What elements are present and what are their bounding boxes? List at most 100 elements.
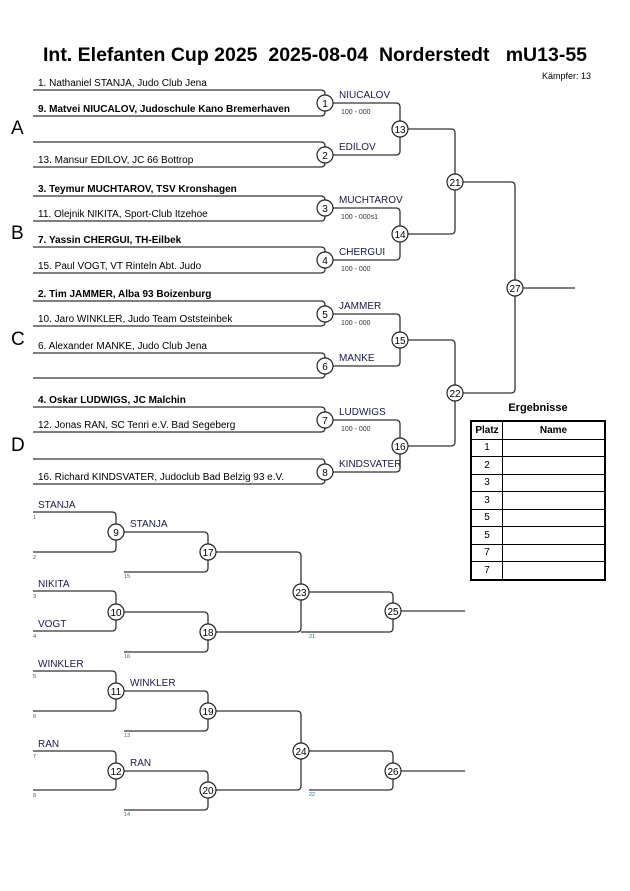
repechage-ref: 13 — [124, 733, 130, 739]
repechage-ref: 8 — [33, 793, 36, 799]
fight-number: 19 — [202, 707, 214, 718]
fight-number: 22 — [449, 389, 461, 400]
bracket-line — [124, 770, 209, 811]
fight-circle — [384, 602, 402, 620]
bracket-line — [124, 690, 209, 732]
fight-number: 24 — [295, 747, 307, 758]
result-row: 5 — [470, 508, 606, 527]
result-name — [502, 561, 606, 580]
fight-circle — [199, 702, 217, 720]
repechage-ref: 14 — [124, 812, 130, 818]
entry-name: 2. Tim JAMMER, Alba 93 Boizenburg — [38, 289, 211, 300]
result-place: 5 — [470, 508, 503, 527]
fight-number: 17 — [202, 548, 214, 559]
fight-circle — [316, 357, 334, 375]
fight-circle — [316, 411, 334, 429]
repechage-ref: 7 — [33, 754, 36, 760]
winner-name: RAN — [130, 758, 151, 769]
winner-name: MUCHTAROV — [339, 195, 403, 206]
result-place: 2 — [470, 456, 503, 475]
result-place: 5 — [470, 526, 503, 545]
pool-label: C — [11, 329, 25, 350]
fight-circle — [391, 120, 409, 138]
col-place: Platz — [470, 420, 503, 440]
fight-number: 7 — [322, 416, 328, 427]
winner-name: LUDWIGS — [339, 407, 386, 418]
result-row: 3 — [470, 473, 606, 492]
fight-number: 26 — [387, 767, 399, 778]
repechage-ref: 6 — [33, 714, 36, 720]
entry-name: 11. Olejnik NIKITA, Sport-Club Itzehoe — [38, 209, 208, 220]
bracket-line — [33, 352, 326, 379]
bracket-line — [33, 511, 117, 553]
repechage-name: RAN — [38, 739, 59, 750]
repechage-name: VOGT — [38, 619, 66, 630]
page-title: Int. Elefanten Cup 2025 2025-08-04 Norde… — [42, 44, 588, 66]
fight-number: 12 — [110, 767, 122, 778]
fight-number: 3 — [322, 204, 328, 215]
fighter-count: Kämpfer: 13 — [542, 71, 592, 81]
repechage-ref: 21 — [309, 634, 315, 640]
result-name — [502, 543, 606, 562]
result-place: 7 — [470, 561, 503, 580]
entry-name: 1. Nathaniel STANJA, Judo Club Jena — [38, 78, 207, 89]
fight-number: 2 — [322, 151, 328, 162]
fight-number: 8 — [322, 468, 328, 479]
fight-number: 20 — [202, 786, 214, 797]
pool-label: D — [11, 435, 25, 456]
fight-circle — [316, 251, 334, 269]
result-name — [502, 491, 606, 510]
fight-circle — [391, 437, 409, 455]
fight-circle — [391, 331, 409, 349]
entry-name: 13. Mansur EDILOV, JC 66 Bottrop — [38, 155, 194, 166]
fight-circle — [199, 623, 217, 641]
entry-name: 15. Paul VOGT, VT Rinteln Abt. Judo — [38, 261, 202, 272]
fight-number: 21 — [449, 178, 461, 189]
winner-name: EDILOV — [339, 142, 376, 153]
fight-circle — [506, 279, 524, 297]
entry-name: 9. Matvei NIUCALOV, Judoschule Kano Brem… — [38, 104, 290, 115]
fight-circle — [446, 173, 464, 191]
fight-circle — [316, 199, 334, 217]
repechage-ref: 3 — [33, 594, 36, 600]
winner-name: KINDSVATER — [339, 459, 401, 470]
winner-name: JAMMER — [339, 301, 381, 312]
result-row: 7 — [470, 543, 606, 562]
winner-name: STANJA — [130, 519, 168, 530]
repechage-name: STANJA — [38, 500, 76, 511]
col-name: Name — [502, 420, 606, 440]
bracket-line — [216, 551, 302, 633]
fight-number: 13 — [394, 125, 406, 136]
repechage-ref: 2 — [33, 555, 36, 561]
fight-circle — [316, 94, 334, 112]
result-name — [502, 526, 606, 545]
fight-circle — [391, 225, 409, 243]
fight-number: 14 — [394, 230, 406, 241]
bracket-line — [124, 611, 209, 653]
result-place: 7 — [470, 543, 503, 562]
fight-circle — [107, 682, 125, 700]
entry-name: 7. Yassin CHERGUI, TH-Eilbek — [38, 235, 182, 246]
fight-number: 6 — [322, 362, 328, 373]
fight-circle — [107, 603, 125, 621]
fight-score: 100 - 000 — [341, 426, 371, 433]
result-row: 5 — [470, 526, 606, 545]
entry-name: 6. Alexander MANKE, Judo Club Jena — [38, 341, 207, 352]
bracket-line — [309, 750, 394, 791]
fight-score: 100 - 000s1 — [341, 214, 378, 221]
fight-number: 25 — [387, 607, 399, 618]
result-name — [502, 438, 606, 457]
fight-circle — [446, 384, 464, 402]
winner-name: MANKE — [339, 353, 375, 364]
bracket-line — [33, 750, 117, 791]
fight-circle — [316, 146, 334, 164]
fight-number: 4 — [322, 256, 328, 267]
fight-circle — [316, 463, 334, 481]
entry-name: 12. Jonas RAN, SC Tenri e.V. Bad Segeber… — [38, 420, 235, 431]
fight-circle — [199, 781, 217, 799]
fight-number: 18 — [202, 628, 214, 639]
pool-label: A — [11, 118, 24, 139]
pool-label: B — [11, 223, 24, 244]
winner-name: WINKLER — [130, 678, 176, 689]
